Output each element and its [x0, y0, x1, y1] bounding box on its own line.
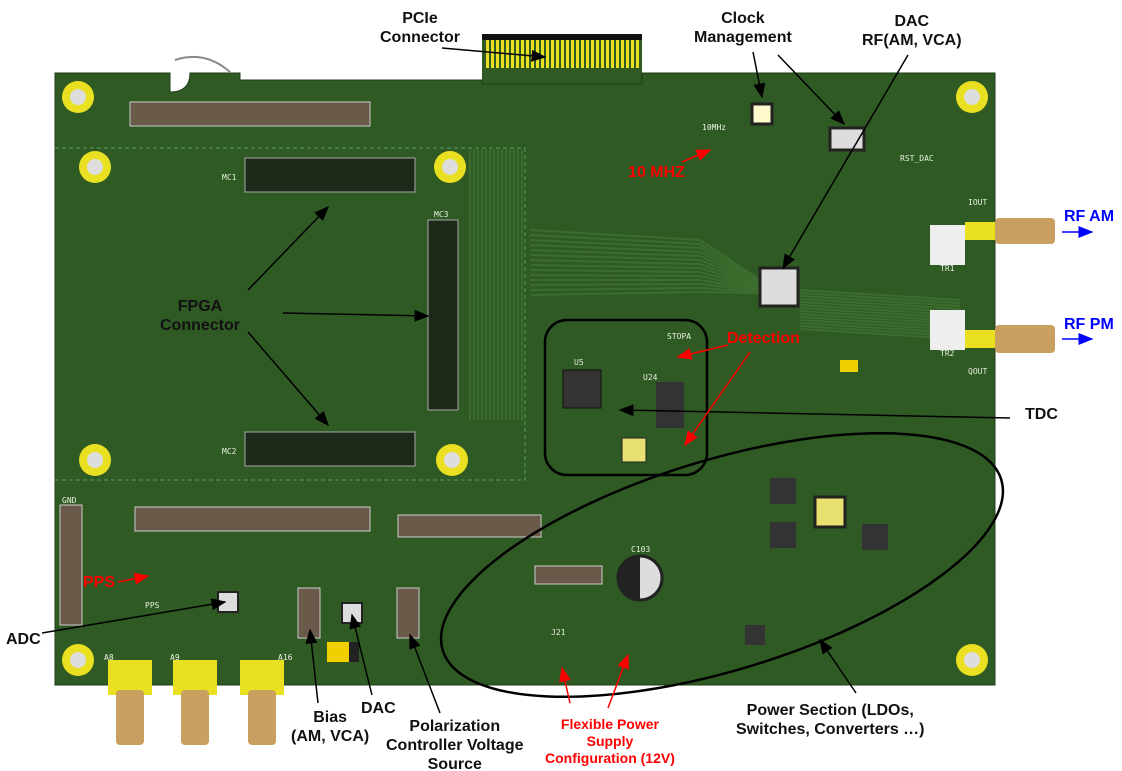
pcie-finger: [566, 40, 569, 68]
label-rf-pm: RF PM: [1064, 316, 1114, 333]
silk-mc3: MC3: [434, 210, 449, 219]
pcie-finger: [596, 40, 599, 68]
pcie-finger: [586, 40, 589, 68]
label-dac: DAC: [361, 700, 396, 717]
pcb-board: [54, 72, 996, 686]
pcie-finger: [541, 40, 544, 68]
pcie-finger: [521, 40, 524, 68]
pcie-finger: [536, 40, 539, 68]
label-10mhz: 10 MHZ: [628, 164, 685, 181]
red-arrows: [117, 149, 751, 709]
silk-u5: U5: [574, 358, 584, 367]
header-gnd: [59, 504, 83, 626]
dac-small-chip: [341, 602, 363, 624]
silk-10mhz: 10MHz: [702, 123, 727, 132]
pcie-finger: [626, 40, 629, 68]
blue-arrows: [1062, 226, 1094, 345]
silk-gnd: GND: [62, 496, 77, 505]
mc1-connector: [244, 157, 416, 193]
label-tdc: TDC: [1025, 406, 1058, 423]
sma-connector: [116, 690, 144, 745]
silk-c103: C103: [631, 545, 651, 554]
mc2-connector: [244, 431, 416, 467]
pcie-finger: [631, 40, 634, 68]
silk-a16: A16: [278, 653, 293, 662]
pcie-finger: [591, 40, 594, 68]
pcie-finger: [556, 40, 559, 68]
silk-a9: A9: [170, 653, 180, 662]
label-adc: ADC: [6, 631, 41, 648]
power-chip: [813, 495, 847, 529]
silk-j21: J21: [551, 628, 566, 637]
pcie-finger: [546, 40, 549, 68]
header-top: [129, 101, 371, 127]
tdc-chip: [562, 369, 602, 409]
pcie-finger: [551, 40, 554, 68]
dac-chip: [758, 266, 800, 308]
pcie-finger: [496, 40, 499, 68]
pcie-finger: [486, 40, 489, 68]
label-bias: Bias(AM, VCA): [291, 709, 370, 745]
silk-mc2: MC2: [222, 447, 237, 456]
power-section-highlight: [439, 431, 1005, 699]
silk-mc1: MC1: [222, 173, 237, 182]
header-right: [397, 514, 542, 538]
silk-rst-dac: RST_DAC: [900, 154, 934, 163]
sma-rf-pm: [965, 325, 1055, 353]
pcie-finger: [576, 40, 579, 68]
pcie-finger: [611, 40, 614, 68]
pcie-connector: [482, 34, 642, 84]
pcie-finger: [526, 40, 529, 68]
tdc-highlight: [543, 318, 709, 477]
annotation-arrows: [41, 47, 1011, 714]
pcie-finger: [616, 40, 619, 68]
sma-connector: [181, 690, 209, 745]
pcie-finger: [491, 40, 494, 68]
pcie-finger: [601, 40, 604, 68]
fpga-chip-small: [621, 437, 647, 463]
sma-rf-am: [965, 218, 1055, 244]
polarization-header: [396, 587, 420, 639]
silk-tr2: TR2: [940, 349, 955, 358]
label-detection: Detection: [727, 330, 800, 347]
bias-header: [297, 587, 321, 639]
label-pps: PPS: [83, 574, 116, 591]
pcie-finger: [621, 40, 624, 68]
silk-iout: IOUT: [968, 198, 988, 207]
pcie-finger: [571, 40, 574, 68]
silk-pps: PPS: [145, 601, 160, 610]
pcie-finger: [581, 40, 584, 68]
label-rf-am: RF AM: [1064, 208, 1115, 225]
u24-chip: [656, 382, 684, 428]
pcie-finger: [561, 40, 564, 68]
label-power-section: Power Section (LDOs,Switches, Converters…: [736, 702, 925, 738]
silk-u24: U24: [643, 373, 658, 382]
pcie-finger: [636, 40, 639, 68]
silk-qout: QOUT: [968, 367, 988, 376]
mc3-connector: [427, 219, 459, 411]
sma-bottom: [108, 660, 284, 745]
sma-connector: [248, 690, 276, 745]
silk-stopa: STOPA: [667, 332, 692, 341]
header-bottom: [134, 506, 371, 532]
pcie-finger: [531, 40, 534, 68]
clock-chip: [750, 102, 774, 126]
pcie-finger: [606, 40, 609, 68]
silk-tr1: TR1: [940, 264, 955, 273]
silk-a8: A8: [104, 653, 114, 662]
